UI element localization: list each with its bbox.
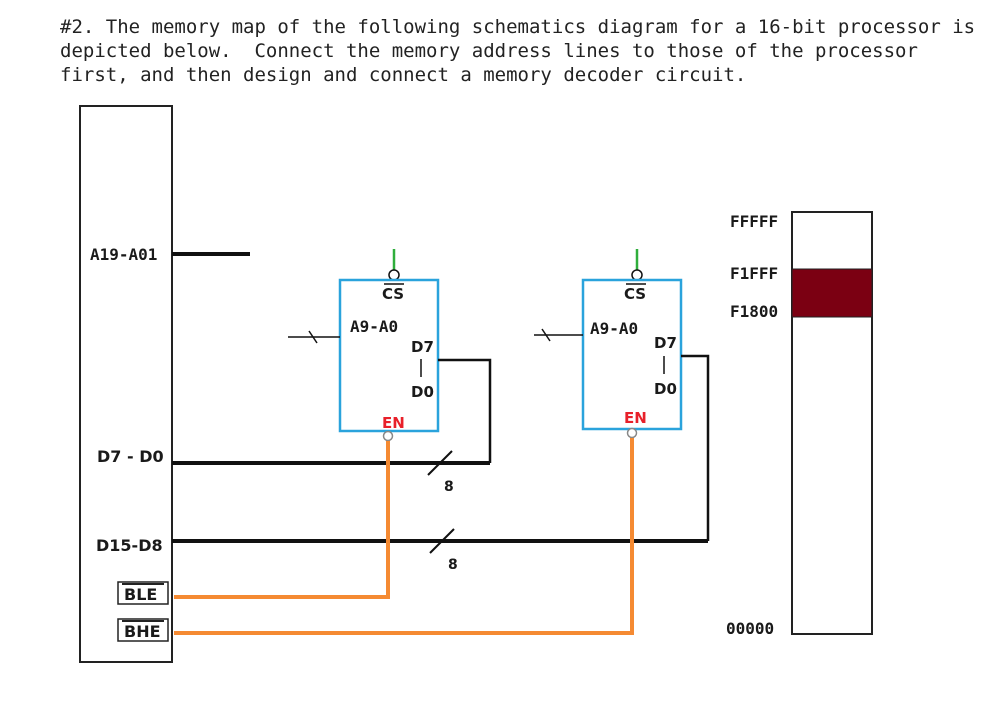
bhe-enable-wire [174, 438, 634, 635]
chip1-en-label: EN [382, 414, 405, 432]
chip1-en-bubble [382, 430, 394, 442]
chip2-data-wire [681, 354, 710, 541]
bus-width-slash-low [427, 450, 453, 476]
chip1-cs-label: CS [382, 285, 404, 303]
chip2-en-bubble [626, 427, 638, 439]
chip2-cs-label: CS [624, 285, 646, 303]
processor-data-low-label: D7 - D0 [97, 447, 164, 466]
bus-width-low-label: 8 [444, 479, 454, 495]
bus-width-high-label: 8 [448, 557, 458, 573]
chip2-d-bottom: D0 [654, 380, 677, 398]
chip1-addr-label: A9-A0 [350, 317, 398, 336]
memory-map-top-address: FFFFF [730, 212, 778, 231]
ble-label-box [117, 581, 169, 605]
chip1-cs-bubble [388, 269, 400, 281]
memory-chip-2: CS A9-A0 D7 D0 EN [534, 249, 710, 541]
processor-bhe-label: BHE [124, 622, 161, 641]
memory-map-region-high-address: F1FFF [730, 264, 778, 283]
chip1-data-wire [438, 358, 492, 463]
memory-map-bottom-address: 00000 [726, 619, 774, 638]
chip2-addr-slash [541, 328, 551, 342]
chip2-d-top: D7 [654, 334, 677, 352]
memory-map-region [791, 268, 873, 318]
chip1-d-top: D7 [411, 338, 434, 356]
ble-enable-wire [174, 441, 390, 599]
memory-chip-1: CS A9-A0 D7 D0 EN [288, 249, 492, 463]
bus-width-slash-high [429, 528, 455, 554]
chip1-addr-slash [308, 330, 318, 344]
bhe-label-box [117, 618, 169, 642]
chip2-cs-bubble [631, 269, 643, 281]
chip1-d-bottom: D0 [411, 383, 434, 401]
processor-data-high-label: D15-D8 [96, 536, 163, 555]
processor-addr-label: A19-A01 [90, 245, 157, 264]
problem-line-1: #2. The memory map of the following sche… [60, 16, 976, 38]
processor-ble-label: BLE [124, 585, 157, 604]
problem-line-3: first, and then design and connect a mem… [60, 64, 747, 86]
problem-statement: #2. The memory map of the following sche… [60, 15, 1000, 87]
problem-line-2: depicted below. Connect the memory addre… [60, 40, 918, 62]
processor-block [79, 105, 173, 663]
chip1-body [338, 278, 440, 433]
chip2-body [581, 278, 683, 431]
memory-map-region-low-address: F1800 [730, 302, 778, 321]
chip2-en-label: EN [624, 409, 647, 427]
chip2-addr-label: A9-A0 [590, 319, 638, 338]
